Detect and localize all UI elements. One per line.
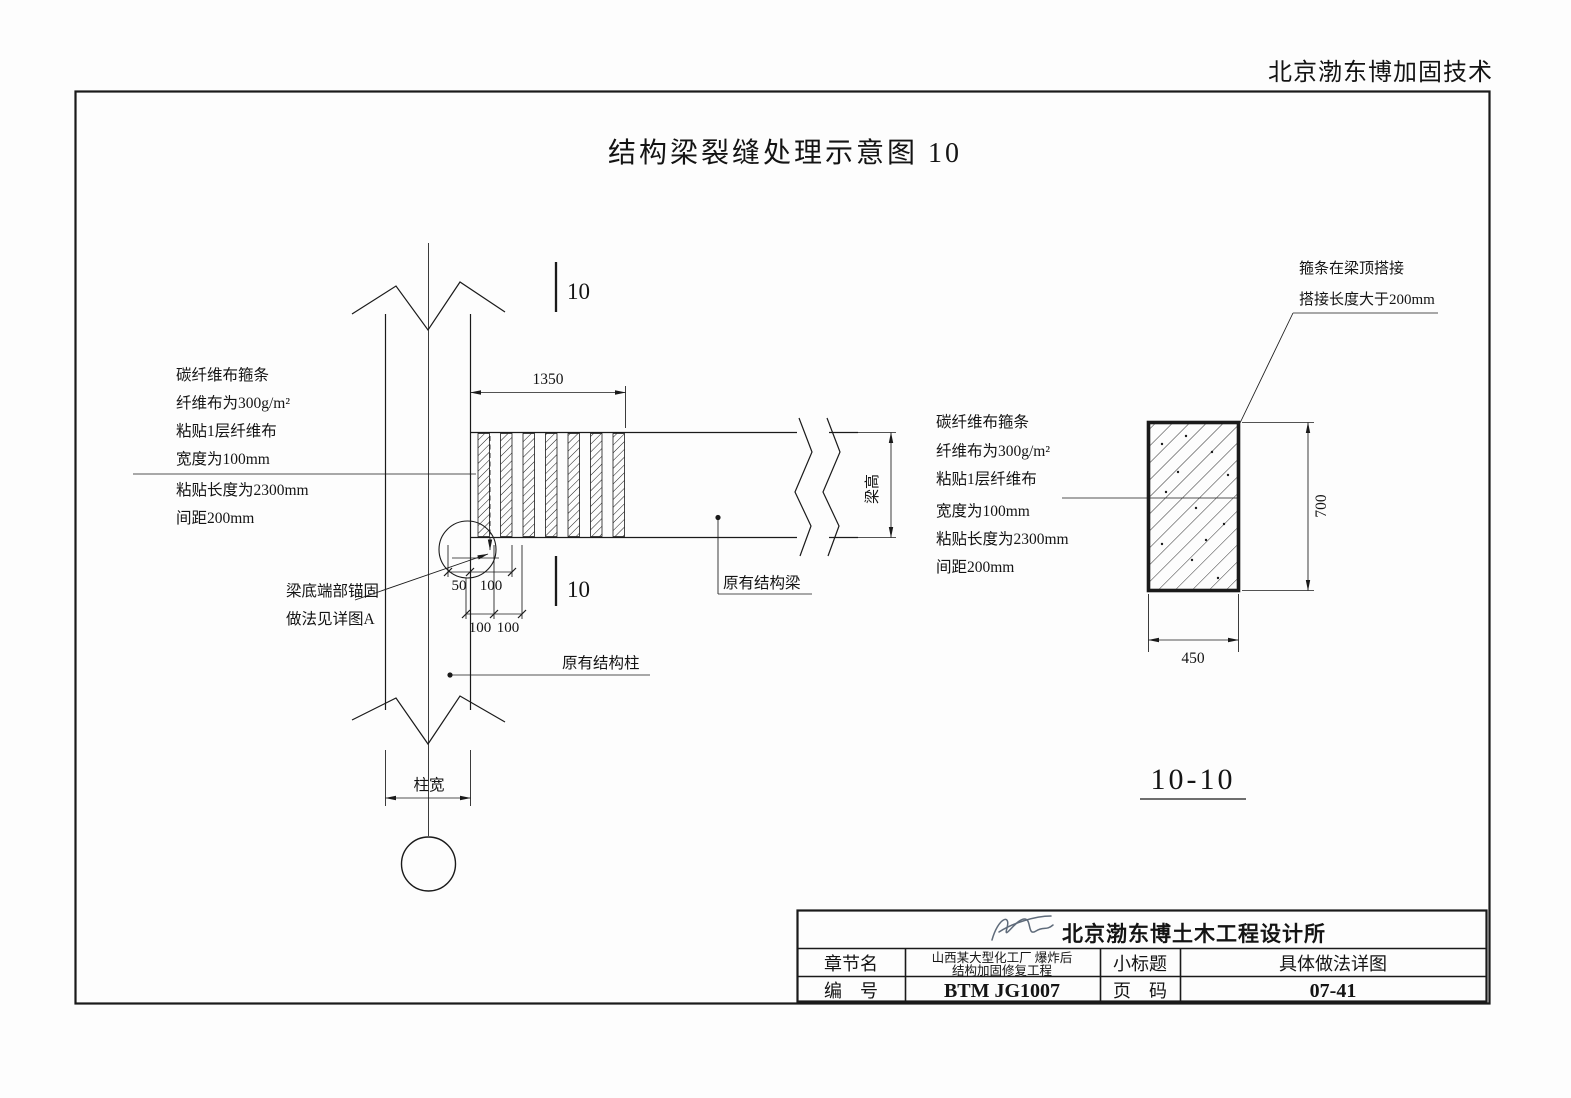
note-line: 间距200mm: [936, 558, 1014, 576]
lap-note-leader: [1239, 312, 1294, 424]
cfrp-strip: [522, 433, 535, 537]
cfrp-strip: [590, 433, 603, 537]
beam-height-label: 梁高: [864, 474, 881, 504]
dim-100-value: 100: [497, 620, 520, 636]
right-figure: 碳纤维布箍条 纤维布为300g/m² 粘贴1层纤维布 宽度为100mm 粘贴长度…: [936, 260, 1438, 800]
dim-700-value: 700: [1313, 494, 1330, 518]
cfrp-strip: [545, 433, 558, 537]
dot: [1160, 442, 1164, 446]
dot: [1194, 506, 1198, 510]
column-break-top: [351, 281, 506, 332]
strip-spacing-dims: 50 100 100 100: [443, 545, 527, 636]
axis-bubble: [400, 836, 457, 892]
tick: [465, 567, 475, 577]
note-line: 碳纤维布箍条: [176, 366, 269, 384]
dot: [1160, 542, 1164, 546]
dim-50-value: 50: [452, 578, 467, 594]
dim-100-value: 100: [469, 620, 492, 636]
dim-1350-value: 1350: [533, 371, 564, 388]
dot: [1190, 558, 1194, 562]
cfrp-strip: [567, 433, 580, 537]
tick: [507, 567, 517, 577]
note-line: 宽度为100mm: [936, 502, 1030, 520]
note-line: 粘贴长度为2300mm: [176, 481, 309, 499]
note-line: 碳纤维布箍条: [936, 413, 1029, 431]
note-line: 粘贴长度为2300mm: [936, 530, 1069, 548]
cfrp-strip: [477, 433, 490, 537]
note-line: 纤维布为300g/m²: [936, 442, 1050, 460]
chapter-label: 章节名: [824, 954, 878, 974]
logo-signature-icon: [991, 915, 1054, 941]
company-name: 北京渤东博土木工程设计所: [1062, 922, 1326, 946]
detail-circle: [438, 520, 497, 579]
beam-break-line1: [794, 417, 813, 557]
page-value: 07-41: [1310, 980, 1357, 1002]
lap-note-line2: 搭接长度大于200mm: [1299, 291, 1435, 308]
dim-100-value: 100: [480, 578, 503, 594]
note-line: 纤维布为300g/m²: [176, 394, 290, 412]
cfrp-note-right: 碳纤维布箍条 纤维布为300g/m² 粘贴1层纤维布 宽度为100mm 粘贴长度…: [936, 413, 1238, 576]
project-name-line1: 山西某大型化工厂 爆炸后: [932, 951, 1073, 965]
project-name-line2: 结构加固修复工程: [952, 963, 1053, 978]
tick: [443, 567, 453, 577]
column-width-label: 柱宽: [413, 776, 444, 794]
dot: [1204, 538, 1208, 542]
section-title: 10-10: [1151, 763, 1236, 796]
title-block-border: [796, 909, 1488, 1003]
dot: [1216, 576, 1220, 580]
number-value: BTM JG1007: [944, 980, 1060, 1002]
beam-label: 原有结构梁: [723, 574, 801, 592]
left-figure: 梁高 1350 10 10 50 100: [133, 243, 896, 892]
anchor-note-leader: [354, 553, 489, 601]
number-label: 编 号: [824, 981, 878, 1001]
section-cut-top-label: 10: [567, 279, 590, 304]
anchor-note-line2: 做法见详图A: [286, 610, 376, 628]
column-break-bottom: [351, 695, 506, 746]
column-label: 原有结构柱: [562, 654, 640, 672]
aggregate-dots: [1160, 434, 1230, 580]
note-line: 粘贴1层纤维布: [176, 422, 277, 440]
cfrp-note-left: 碳纤维布箍条 纤维布为300g/m² 粘贴1层纤维布 宽度为100mm 粘贴长度…: [133, 366, 476, 527]
tick: [489, 609, 499, 619]
dot: [1176, 470, 1180, 474]
cfrp-strip: [500, 433, 513, 537]
dot: [1164, 490, 1168, 494]
drawing-title: 结构梁裂缝处理示意图 10: [608, 137, 962, 169]
dot: [1184, 434, 1188, 438]
dot: [1210, 450, 1214, 454]
cfrp-strips: [477, 433, 625, 537]
section-outline: [1146, 420, 1241, 593]
tick: [517, 609, 527, 619]
note-line: 粘贴1层纤维布: [936, 470, 1037, 488]
tick: [461, 609, 471, 619]
subtitle-value: 具体做法详图: [1279, 954, 1387, 974]
cfrp-strip: [612, 433, 625, 537]
subtitle-label: 小标题: [1113, 954, 1167, 974]
lap-note-line1: 箍条在梁顶搭接: [1299, 260, 1404, 277]
note-line: 间距200mm: [176, 509, 254, 527]
note-line: 宽度为100mm: [176, 450, 270, 468]
anchor-note-line1: 梁底端部锚固: [286, 582, 379, 600]
section-cut-bottom-label: 10: [567, 577, 590, 602]
page-label: 页 码: [1113, 981, 1167, 1001]
watermark: 北京渤东博加固技术: [1268, 59, 1493, 86]
dot: [1222, 522, 1226, 526]
beam-break-line2: [822, 417, 841, 557]
dim-450-value: 450: [1181, 650, 1205, 667]
drawing-border: [74, 90, 1491, 1005]
title-block: 北京渤东博土木工程设计所 章节名 山西某大型化工厂 爆炸后 结构加固修复工程 小…: [796, 909, 1488, 1003]
dot: [1226, 473, 1230, 477]
